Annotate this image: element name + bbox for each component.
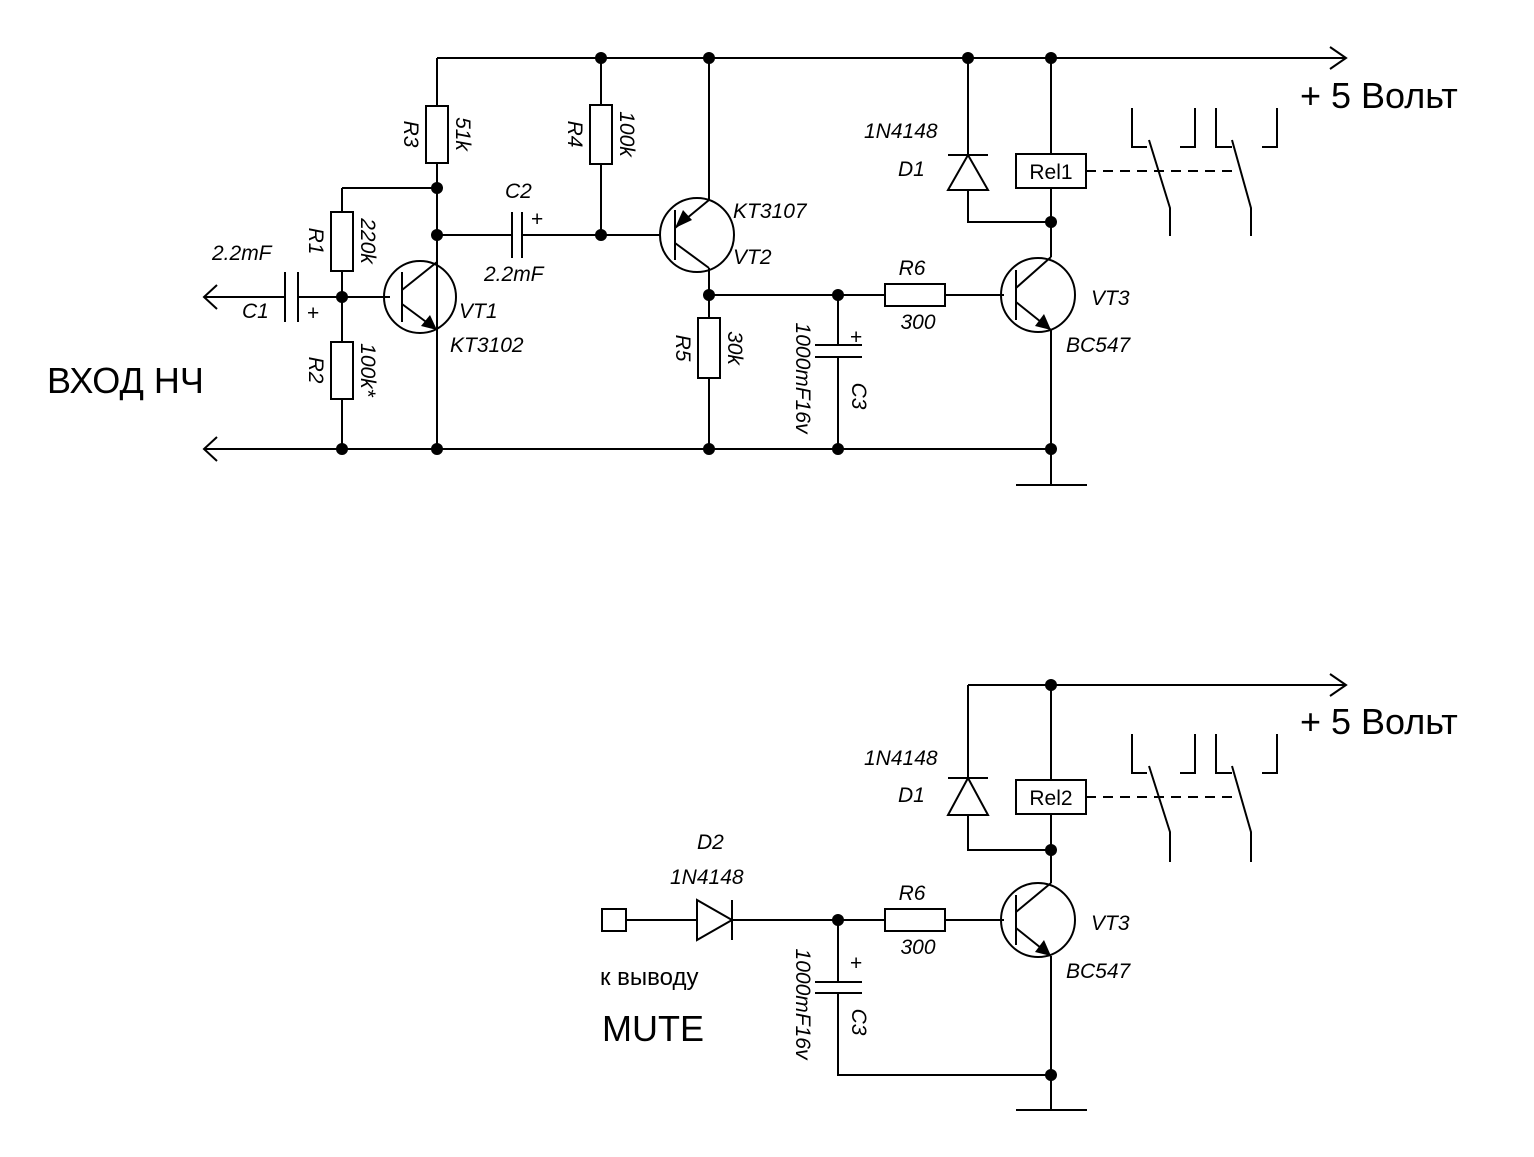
vt3-part: BC547 <box>1066 334 1132 357</box>
transistor-vt1 <box>383 260 457 334</box>
supply-label: + 5 Вольт <box>1300 701 1458 742</box>
d1-ref: D1 <box>898 158 925 181</box>
relay-rel1: Rel1 <box>1015 108 1278 236</box>
d1-part: 1N4148 <box>864 120 938 143</box>
r6-value: 300 <box>900 311 935 334</box>
resistor-r2 <box>330 341 354 400</box>
r6-value: 300 <box>900 936 935 959</box>
emitter-arrow-icon <box>675 210 692 228</box>
c2-ref: C2 <box>505 180 532 203</box>
r1-ref: R1 <box>304 228 327 255</box>
emitter-arrow-icon <box>1035 940 1051 956</box>
resistor-r5 <box>697 317 721 379</box>
r3-ref: R3 <box>399 121 422 148</box>
ground-arrow-icon <box>202 436 218 462</box>
d1-ref: D1 <box>898 784 925 807</box>
transistor-vt3 <box>1000 256 1076 333</box>
c3-value: 1000mF16v <box>791 949 814 1061</box>
input-arrow-icon <box>202 284 218 310</box>
junction-dots-circuit-1 <box>336 52 1057 455</box>
capacitor-c3 <box>815 344 862 358</box>
transistor-vt3 <box>1000 882 1076 958</box>
c3-ref: C3 <box>847 1009 870 1036</box>
resistor-r1 <box>330 211 354 272</box>
circuit-1: Rel1 + 5 Вольт ВХОД НЧ 2.2mF C1 + C2 + 2… <box>47 46 1458 486</box>
c3-ref: C3 <box>847 383 870 410</box>
transistor-vt2 <box>659 197 735 273</box>
r4-ref: R4 <box>563 121 586 148</box>
resistor-r6 <box>884 283 946 307</box>
r5-value: 30k <box>723 331 746 366</box>
relay-rel1-label: Rel1 <box>1029 161 1072 184</box>
arrow-icons-circuit-1 <box>202 46 1348 462</box>
relay-contacts <box>1131 734 1278 862</box>
c3-plus: + <box>850 952 862 975</box>
vt1-ref: VT1 <box>459 300 498 323</box>
junction-dots-circuit-2 <box>832 679 1057 1081</box>
diode-d1 <box>946 152 990 191</box>
c1-plus: + <box>307 302 319 325</box>
capacitor-c3 <box>815 981 862 994</box>
wires-circuit-2 <box>626 684 1346 1111</box>
r6-ref: R6 <box>899 882 926 905</box>
mute-label-line1: к выводу <box>600 964 698 991</box>
d2-part: 1N4148 <box>670 866 744 889</box>
vt3-ref: VT3 <box>1091 912 1130 935</box>
mute-terminal <box>601 908 627 932</box>
r1-value: 220k <box>356 217 379 265</box>
vt2-part: KT3107 <box>733 200 808 223</box>
c3-value: 1000mF16v <box>791 323 814 435</box>
wires-circuit-1 <box>204 57 1346 486</box>
vt2-ref: VT2 <box>733 246 772 269</box>
resistor-r4 <box>589 104 613 165</box>
d1-part: 1N4148 <box>864 747 938 770</box>
supply-arrow-icon <box>1329 673 1348 697</box>
circuit-2: Rel2 + 5 Вольт 1N4148 D1 D2 1N4148 R6 30… <box>600 673 1458 1111</box>
r2-value: 100k* <box>356 343 379 398</box>
d2-ref: D2 <box>697 831 724 854</box>
c2-value: 2.2mF <box>483 263 545 286</box>
relay-contacts <box>1131 108 1278 236</box>
capacitor-c1 <box>284 272 299 322</box>
emitter-arrow-icon <box>1035 314 1051 330</box>
resistor-r3 <box>425 105 449 164</box>
resistor-r6 <box>884 908 946 932</box>
r3-value: 51k <box>451 117 474 152</box>
relay-rel2-label: Rel2 <box>1029 787 1072 810</box>
c3-plus: + <box>850 326 862 349</box>
emitter-arrow-icon <box>421 315 437 330</box>
diode-d1 <box>946 775 990 816</box>
relay-rel2: Rel2 <box>1015 734 1278 862</box>
r5-ref: R5 <box>671 335 694 362</box>
vt3-part: BC547 <box>1066 960 1132 983</box>
r4-value: 100k <box>615 111 638 158</box>
c2-plus: + <box>531 208 543 231</box>
supply-label: + 5 Вольт <box>1300 75 1458 116</box>
r2-ref: R2 <box>304 357 327 384</box>
vt1-part: KT3102 <box>450 334 524 357</box>
mute-label-line2: MUTE <box>602 1008 704 1049</box>
diode-d2 <box>696 898 735 942</box>
supply-arrow-icon <box>1329 46 1348 70</box>
vt3-ref: VT3 <box>1091 287 1130 310</box>
r6-ref: R6 <box>899 257 926 280</box>
c1-ref: C1 <box>242 300 269 323</box>
c1-value: 2.2mF <box>211 242 273 265</box>
input-label: ВХОД НЧ <box>47 360 204 401</box>
capacitor-c2 <box>511 212 523 258</box>
